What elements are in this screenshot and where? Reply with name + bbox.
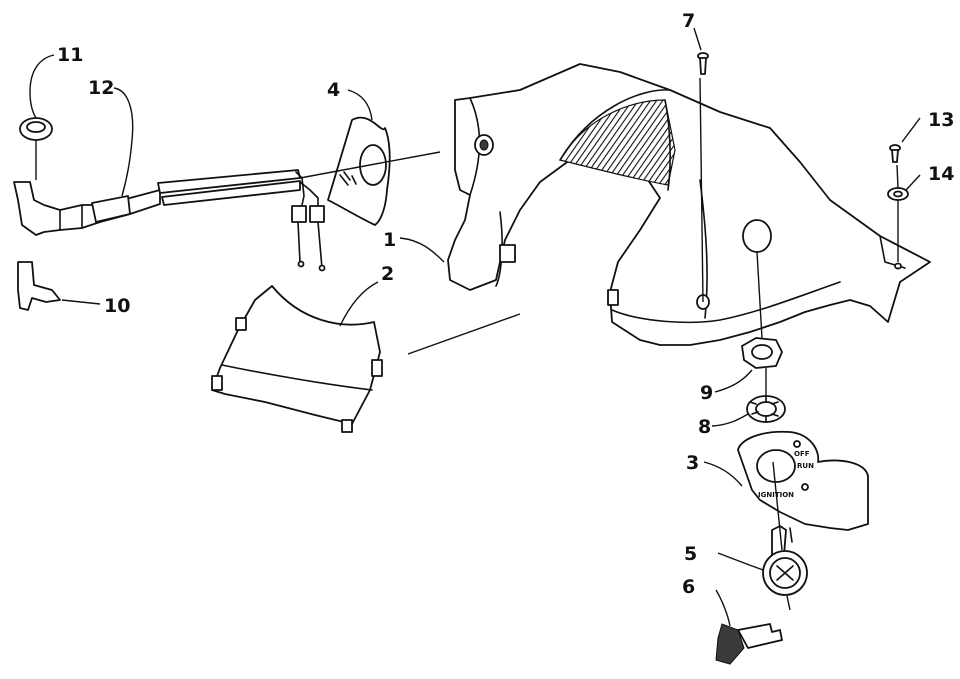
assembly-lines <box>35 77 899 611</box>
screw-7 <box>697 52 709 75</box>
callout-8: 8 <box>698 416 711 438</box>
plate-label-run: RUN <box>797 462 814 470</box>
callout-5: 5 <box>684 543 697 565</box>
callout-3: 3 <box>686 452 699 474</box>
callout-numbers: 11 12 10 4 1 2 7 13 14 9 8 3 5 6 <box>57 10 954 598</box>
throttle-assembly <box>13 117 326 311</box>
lower-trim-panel <box>211 285 383 433</box>
callout-9: 9 <box>700 382 713 404</box>
ignition-plate: OFF RUN IGNITION <box>737 430 869 531</box>
nut-and-lockwasher <box>741 337 786 423</box>
callout-10: 10 <box>104 295 130 317</box>
console-housing <box>447 63 931 346</box>
leader-lines <box>29 27 921 627</box>
callout-14: 14 <box>928 163 954 185</box>
callout-7: 7 <box>682 10 695 32</box>
plate-label-off: OFF <box>794 450 810 458</box>
callout-12: 12 <box>88 77 114 99</box>
callout-13: 13 <box>928 109 954 131</box>
callout-11: 11 <box>57 44 83 66</box>
callout-6: 6 <box>682 576 695 598</box>
callout-2: 2 <box>381 263 394 285</box>
ignition-key <box>715 623 783 665</box>
callout-4: 4 <box>327 79 340 101</box>
ignition-switch <box>762 525 808 596</box>
callout-1: 1 <box>383 229 396 251</box>
